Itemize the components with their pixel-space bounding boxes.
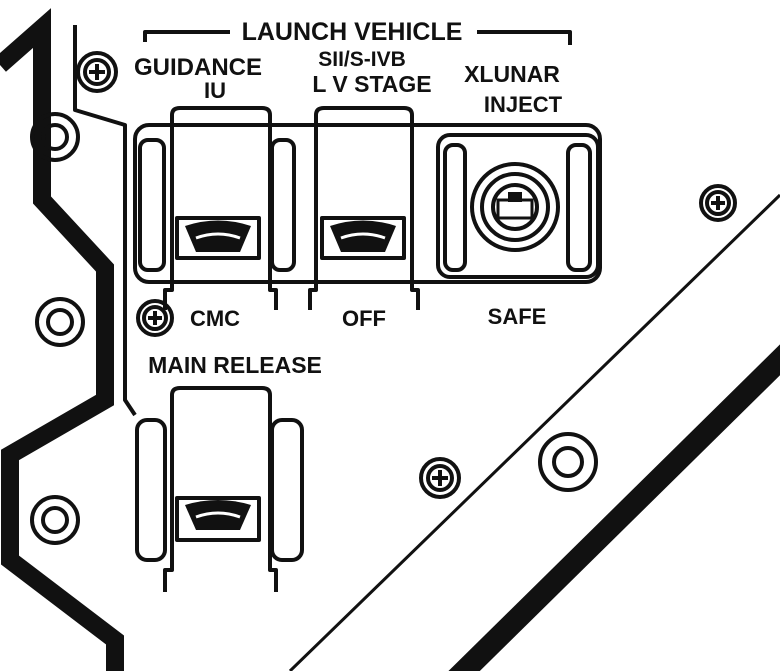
washer: [30, 112, 80, 162]
group-bracket: [143, 30, 572, 45]
lv-stage-title: SII/S-IVB: [318, 48, 406, 71]
lv-stage-position-label: OFF: [342, 306, 386, 331]
panel-edge: [73, 25, 137, 417]
xlunar-title: XLUNAR: [464, 61, 560, 87]
screw-icon: [76, 51, 118, 93]
washer: [30, 495, 80, 545]
guidance-switch[interactable]: [138, 106, 296, 310]
lv-stage-switch[interactable]: [308, 106, 420, 310]
washer: [35, 297, 85, 347]
guidance-subtitle: IU: [204, 78, 226, 103]
panel-diagonal-thin: [288, 193, 780, 671]
lv-stage-subtitle: L V STAGE: [312, 71, 431, 97]
xlunar-position-label: SAFE: [488, 304, 547, 329]
group-label: LAUNCH VEHICLE: [242, 18, 463, 46]
main-release-switch[interactable]: [135, 386, 304, 592]
main-release-label: MAIN RELEASE: [148, 352, 322, 378]
screw-icon: [699, 184, 737, 222]
guidance-position-label: CMC: [190, 306, 240, 331]
screw-icon: [136, 299, 174, 337]
panel-diagonal-thick: [448, 344, 780, 671]
washer: [538, 432, 598, 492]
screw-icon: [419, 457, 461, 499]
xlunar-inject-switch[interactable]: [436, 133, 600, 279]
panel-left-border: [0, 8, 124, 671]
xlunar-subtitle: INJECT: [484, 92, 563, 117]
guidance-title: GUIDANCE: [134, 54, 262, 81]
